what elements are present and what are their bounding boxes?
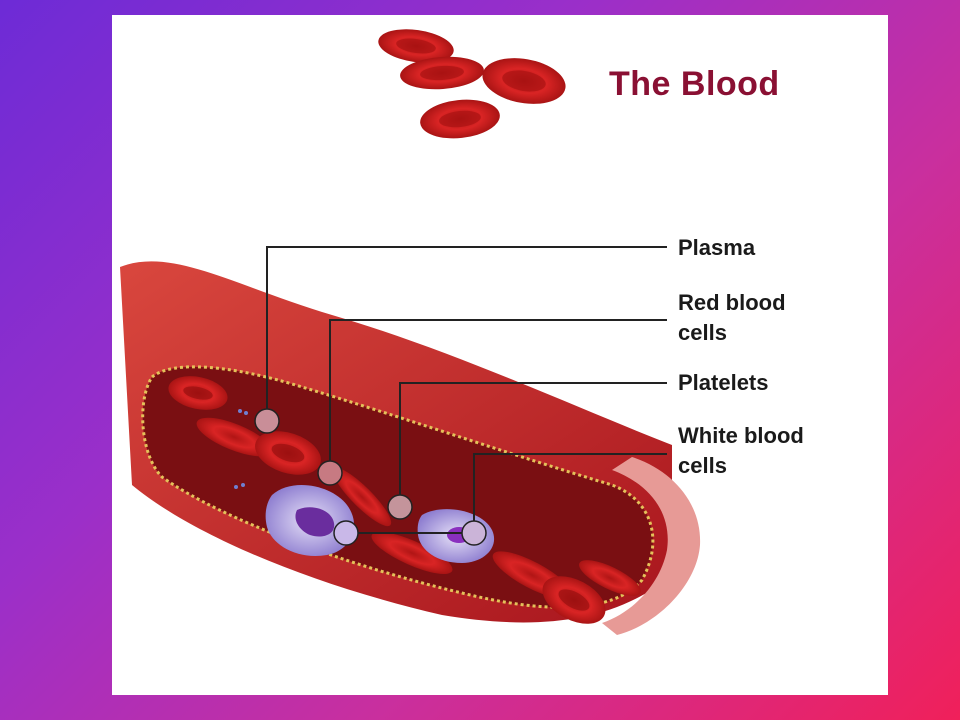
- platelets-leader-line: [399, 382, 667, 507]
- white-blood-cells-leader-line: [473, 453, 667, 532]
- label-white-blood-cells: White blood cells: [678, 423, 804, 478]
- red-blood-cell: [579, 560, 641, 596]
- label-markers: [254, 408, 487, 546]
- label-red-blood-cells: Red blood cells: [678, 290, 786, 345]
- slide: The Blood Plasma Red blood cells Platele…: [112, 15, 888, 695]
- white-blood-cell-marker: [461, 520, 487, 546]
- red-blood-cell: [371, 532, 453, 574]
- red-blood-cell: [420, 99, 500, 139]
- red-blood-cells-marker: [317, 460, 343, 486]
- platelets-cluster: [234, 409, 248, 489]
- label-platelets: Platelets: [678, 370, 769, 395]
- label-plasma: Plasma: [678, 235, 756, 260]
- red-blood-cell: [168, 376, 228, 410]
- diagram-title: The Blood: [609, 65, 780, 103]
- platelets-marker: [387, 494, 413, 520]
- red-blood-cell: [255, 431, 321, 475]
- red-blood-cell: [400, 56, 484, 90]
- blood-vessel: [120, 261, 701, 635]
- plasma-marker: [254, 408, 280, 434]
- plasma-leader-line: [266, 246, 667, 421]
- white-blood-cell-marker: [333, 520, 359, 546]
- red-blood-cell: [482, 58, 566, 104]
- white-blood-cell: [265, 484, 355, 556]
- red-blood-cell: [542, 576, 606, 624]
- red-blood-cell: [378, 29, 454, 63]
- red-blood-cell: [196, 417, 272, 457]
- red-blood-cells-leader-line: [329, 319, 667, 473]
- floating-red-blood-cells: [378, 29, 566, 139]
- leader-lines: [266, 246, 667, 534]
- blood-vessel-diagram: [120, 29, 701, 635]
- red-blood-cell: [332, 467, 392, 527]
